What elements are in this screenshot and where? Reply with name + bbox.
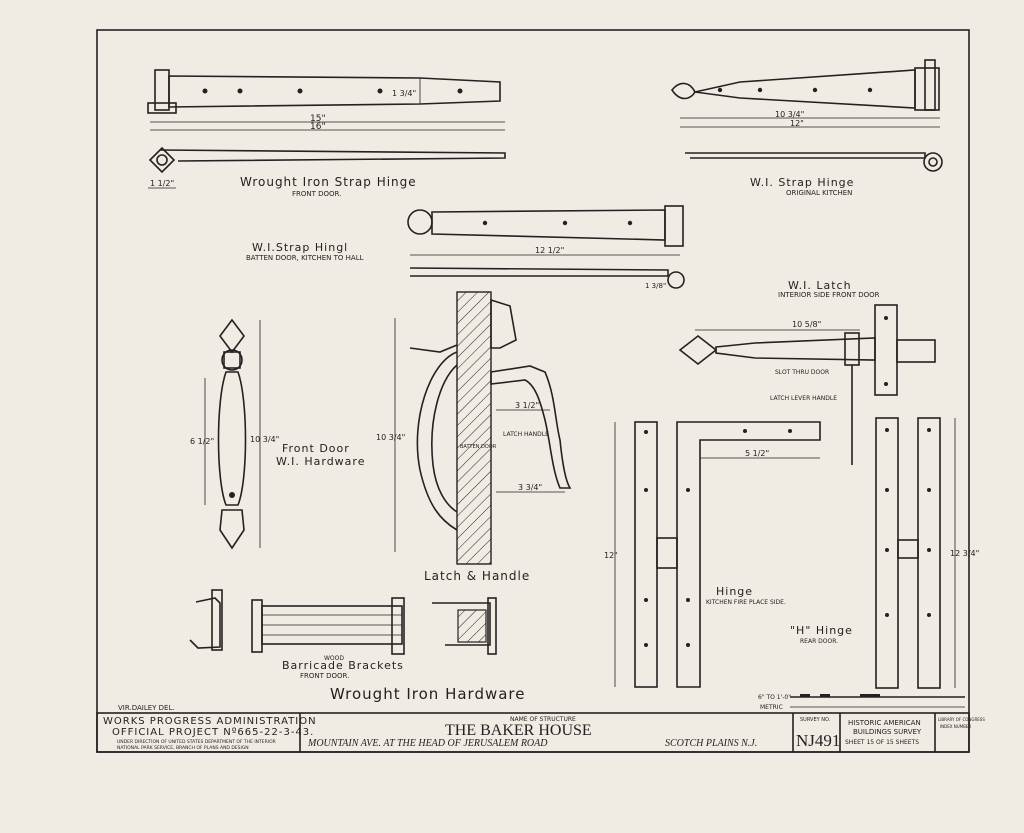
latch-handle-note: LATCH HANDLE [503,431,549,438]
latch-dim-a: 10 5/8" [792,320,821,329]
front-door-title: Front Door [282,442,350,455]
batten-hinge-title: W.I.Strap Hingl [252,241,348,254]
h-hinge-dim-a: 12 3/4" [950,549,979,558]
latch-handle-dim-c: 3 3/4" [518,483,542,492]
survey-label: SURVEY NO. [800,717,831,723]
hinge-l-dim-a: 12" [604,551,618,560]
hinge-l-drawing [614,421,821,688]
latch-subtitle: INTERIOR SIDE FRONT DOOR [778,291,880,299]
batten-hinge-dim-a: 12 1/2" [535,246,564,255]
barricade-note: WOOD [324,655,344,662]
strap-hinge-batten-drawing [407,205,685,289]
agency-note-1: UNDER DIRECTION OF UNITED STATES DEPARTM… [117,739,276,745]
scale-imperial: 6" TO 1'-0" [758,694,791,701]
strap-hinge-front-drawing [147,69,506,189]
strap-hinge-kitchen-drawing [671,59,943,172]
survey-number: NJ491 [796,731,840,750]
front-hinge-dim-d: 1 3/4" [392,89,416,98]
hinge-l-dim-b: 5 1/2" [745,449,769,458]
barricade-brackets-drawing [189,589,497,655]
front-hinge-title: Wrought Iron Strap Hinge [240,175,417,189]
latch-title: W.I. Latch [788,279,852,292]
front-hinge-subtitle: FRONT DOOR. [292,190,341,198]
structure-location: SCOTCH PLAINS N.J. [665,738,757,749]
latch-note-lever: LATCH LEVER HANDLE [770,395,837,402]
barricade-subtitle: FRONT DOOR. [300,672,349,680]
front-door-dim-a: 10 3/4" [250,435,279,444]
scale-metric: METRIC [760,704,783,711]
front-door-dim-b: 6 1/2" [190,437,214,446]
front-door-hardware-drawing [204,318,261,550]
habs-line-2: BUILDINGS SURVEY [853,728,922,736]
batten-hinge-dim-b: 1 3/8" [645,282,666,290]
agency-note-2: NATIONAL PARK SERVICE, BRANCH OF PLANS A… [117,745,249,751]
h-hinge-subtitle: REAR DOOR. [800,638,838,645]
structure-label: NAME OF STRUCTURE [510,716,576,723]
front-hinge-dim-b: 16" [310,122,326,132]
scale-bar [790,694,965,708]
kitchen-hinge-subtitle: ORIGINAL KITCHEN [786,189,852,197]
latch-handle-drawing [394,291,572,565]
front-hinge-dim-a: 15" [310,114,326,124]
hinge-l-subtitle: KITCHEN FIRE PLACE SIDE. [706,599,786,606]
latch-drawing [678,304,936,465]
h-hinge-drawing [875,417,956,689]
batten-hinge-subtitle: BATTEN DOOR, KITCHEN TO HALL [246,254,364,262]
latch-handle-dim-b: 3 1/2" [515,401,539,410]
loc-line-1: LIBRARY OF CONGRESS [938,717,985,722]
kitchen-hinge-title: W.I. Strap Hinge [750,176,854,189]
hinge-l-title: Hinge [716,585,753,598]
loc-line-2: INDEX NUMBER [940,724,971,729]
latch-handle-title: Latch & Handle [424,569,530,583]
front-door-title2: W.I. Hardware [276,455,365,468]
h-hinge-title: "H" Hinge [790,624,853,637]
sheet-count: SHEET 15 OF 15 SHEETS [845,739,919,746]
latch-note-slot: SLOT THRU DOOR [775,369,829,376]
sheet-title: Wrought Iron Hardware [330,685,526,703]
kitchen-hinge-dim-a: 10 3/4" [775,110,804,119]
delineator: VIR.DAILEY DEL. [118,704,175,712]
latch-handle-door-note: BATTEN DOOR [460,444,497,450]
kitchen-hinge-dim-b: 12" [790,119,804,128]
barricade-title: Barricade Brackets [282,659,404,672]
front-hinge-dim-c: 1 1/2" [150,179,174,188]
habs-line-1: HISTORIC AMERICAN [848,719,921,727]
agency-line-2: OFFICIAL PROJECT Nº665-22-3-43. [112,727,314,738]
structure-name: THE BAKER HOUSE [445,722,592,739]
agency-line-1: WORKS PROGRESS ADMINISTRATION [103,716,317,727]
title-block-frame [96,712,970,753]
latch-handle-dim-a: 10 3/4" [376,433,405,442]
structure-address: MOUNTAIN AVE. AT THE HEAD OF JERUSALEM R… [307,738,548,749]
sheet-border [96,29,970,753]
